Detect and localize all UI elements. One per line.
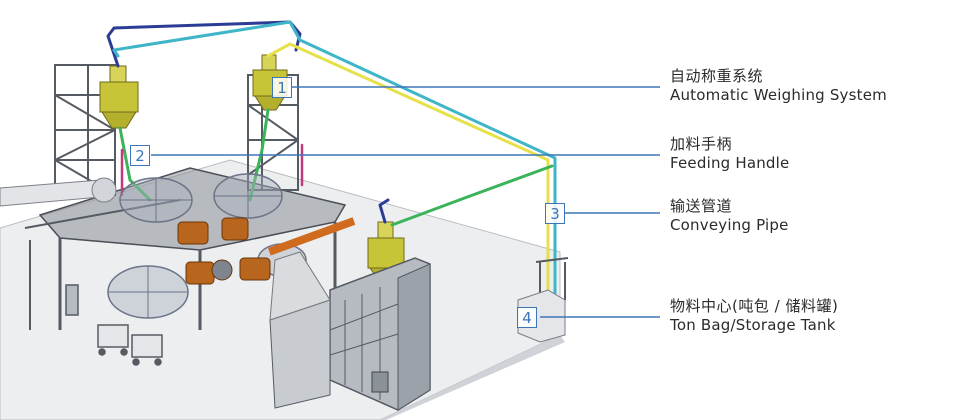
label-feeding-handle: 加料手柄 Feeding Handle (670, 135, 789, 173)
callout-2-number: 2 (130, 145, 150, 166)
label-zh: 物料中心(吨包 / 储料罐) (670, 297, 839, 315)
label-zh: 输送管道 (670, 197, 733, 215)
callout-4-number: 4 (517, 307, 537, 328)
carts (65, 284, 163, 366)
callout-1-number: 1 (272, 77, 292, 98)
label-material-center: 物料中心(吨包 / 储料罐) Ton Bag/Storage Tank (670, 297, 838, 335)
rotary-wheels (107, 173, 307, 319)
enclosure-cabinet (268, 217, 431, 411)
label-en: Conveying Pipe (670, 216, 789, 234)
label-conveying-pipe: 输送管道 Conveying Pipe (670, 197, 789, 235)
platform-deck (24, 167, 347, 330)
duct (0, 177, 117, 207)
label-automatic-weighing-system: 自动称重系统 Automatic Weighing System (670, 67, 887, 105)
mixer-units (177, 217, 271, 285)
label-en: Feeding Handle (670, 154, 790, 172)
leader-lines (151, 86, 660, 318)
callout-3-number: 3 (545, 203, 565, 224)
conveying-pipes (106, 20, 557, 302)
label-zh: 加料手柄 (670, 135, 733, 153)
label-zh: 自动称重系统 (670, 67, 764, 85)
wheel-spokes (108, 174, 282, 318)
ton-bag-frame (517, 257, 569, 343)
label-en: Automatic Weighing System (670, 86, 887, 104)
label-en: Ton Bag/Storage Tank (670, 316, 836, 334)
